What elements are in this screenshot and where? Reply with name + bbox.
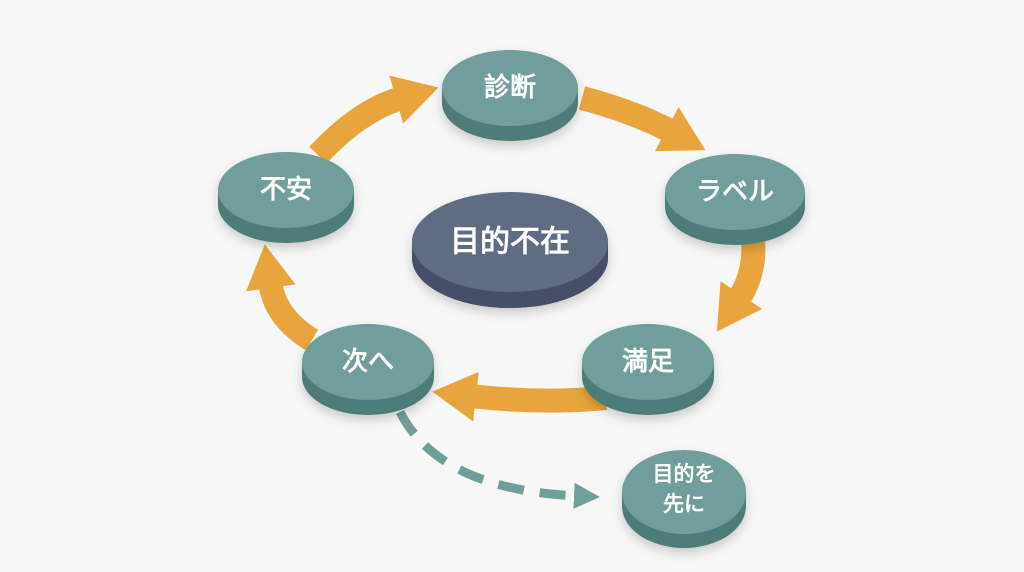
node-manzoku: 満足 xyxy=(582,324,714,415)
arrow-tsugi-to-fuan xyxy=(246,244,319,351)
node-tsugi: 次へ xyxy=(302,324,434,415)
node-manzoku-label: 満足 xyxy=(622,347,674,377)
center-node: 目的不在 xyxy=(412,192,608,308)
node-fuan-label: 不安 xyxy=(260,175,312,205)
center-node-label: 目的不在 xyxy=(450,225,570,260)
node-exit-line1: 目的を xyxy=(653,462,716,486)
arrow-manzoku-to-tsugi xyxy=(432,371,608,422)
node-shindan: 診断 xyxy=(442,50,578,141)
dashed-exit-arrow xyxy=(395,409,600,509)
arrow-shindan-to-label xyxy=(578,86,706,152)
arrow-fuan-to-shindan xyxy=(309,75,439,164)
node-exit: 目的を 先に xyxy=(622,450,746,548)
node-fuan: 不安 xyxy=(218,152,354,243)
node-label-label: ラベル xyxy=(696,177,774,207)
node-exit-line2: 先に xyxy=(663,492,705,516)
node-shindan-label: 診断 xyxy=(484,72,536,103)
node-label: ラベル xyxy=(665,154,805,245)
node-tsugi-label: 次へ xyxy=(342,347,394,377)
